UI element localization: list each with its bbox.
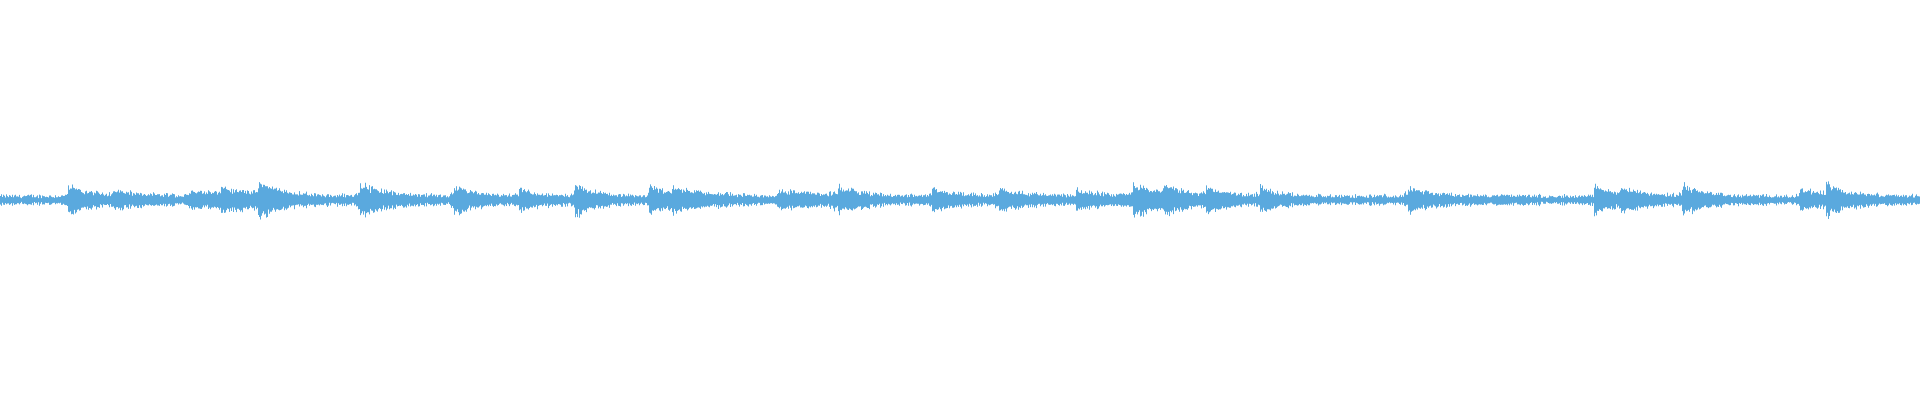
waveform-peaks [0, 181, 1920, 220]
